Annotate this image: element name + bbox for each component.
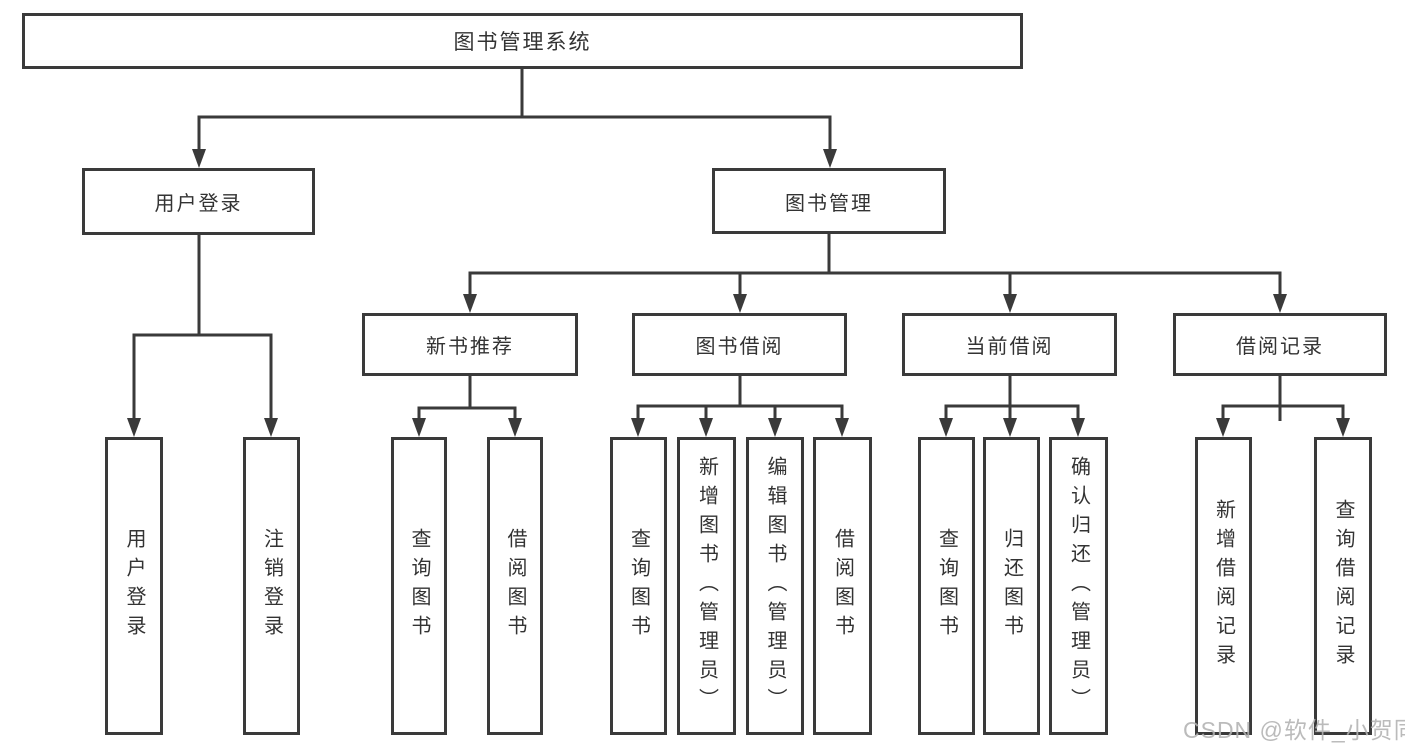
node-new-book-recommend-label: 新书推荐 [426, 336, 514, 358]
node-borrow-books-borrowing-label: 借阅图书 [831, 528, 854, 644]
node-current-borrowing: 当前借阅 [902, 313, 1117, 376]
node-query-borrow-record-label: 查询借阅记录 [1332, 499, 1354, 673]
node-user-login: 用户登录 [82, 168, 315, 235]
node-query-books-recommend: 查询图书 [391, 437, 447, 735]
node-confirm-return-admin: 确认归还（管理员） [1049, 437, 1108, 735]
node-query-books-borrowing: 查询图书 [610, 437, 667, 735]
node-query-books-current-label: 查询图书 [935, 528, 958, 644]
node-return-books-label: 归还图书 [1000, 528, 1023, 644]
node-new-book-recommend: 新书推荐 [362, 313, 578, 376]
node-add-books-admin-label: 新增图书（管理员） [695, 455, 718, 717]
node-book-management-label: 图书管理 [785, 192, 873, 215]
node-current-borrowing-label: 当前借阅 [965, 336, 1054, 358]
node-logout-action: 注销登录 [243, 437, 300, 735]
node-library-management-system-label: 图书管理系统 [453, 31, 592, 54]
node-logout-action-label: 注销登录 [260, 528, 283, 644]
node-add-borrow-record: 新增借阅记录 [1195, 437, 1252, 735]
node-return-books: 归还图书 [983, 437, 1040, 735]
node-user-login-action-label: 用户登录 [123, 528, 145, 644]
node-add-books-admin: 新增图书（管理员） [677, 437, 736, 735]
node-query-borrow-record: 查询借阅记录 [1314, 437, 1372, 735]
node-user-login-action: 用户登录 [105, 437, 163, 735]
node-book-management: 图书管理 [712, 168, 946, 234]
node-edit-books-admin: 编辑图书（管理员） [746, 437, 804, 735]
node-borrow-records: 借阅记录 [1173, 313, 1387, 376]
node-add-borrow-record-label: 新增借阅记录 [1212, 499, 1235, 673]
node-borrow-records-label: 借阅记录 [1236, 336, 1324, 358]
node-edit-books-admin-label: 编辑图书（管理员） [764, 455, 786, 717]
node-borrow-books-borrowing: 借阅图书 [813, 437, 872, 735]
csdn-watermark: CSDN @软件_小贺同学 [1183, 717, 1405, 743]
node-query-books-current: 查询图书 [918, 437, 975, 735]
node-borrow-books-recommend: 借阅图书 [487, 437, 543, 735]
node-query-books-borrowing-label: 查询图书 [627, 528, 650, 644]
node-query-books-recommend-label: 查询图书 [408, 528, 430, 644]
node-borrow-books-recommend-label: 借阅图书 [504, 528, 526, 644]
node-book-borrowing-label: 图书借阅 [695, 336, 784, 358]
node-confirm-return-admin-label: 确认归还（管理员） [1067, 455, 1090, 717]
node-user-login-label: 用户登录 [154, 193, 243, 215]
node-library-management-system: 图书管理系统 [22, 13, 1023, 69]
node-book-borrowing: 图书借阅 [632, 313, 847, 376]
